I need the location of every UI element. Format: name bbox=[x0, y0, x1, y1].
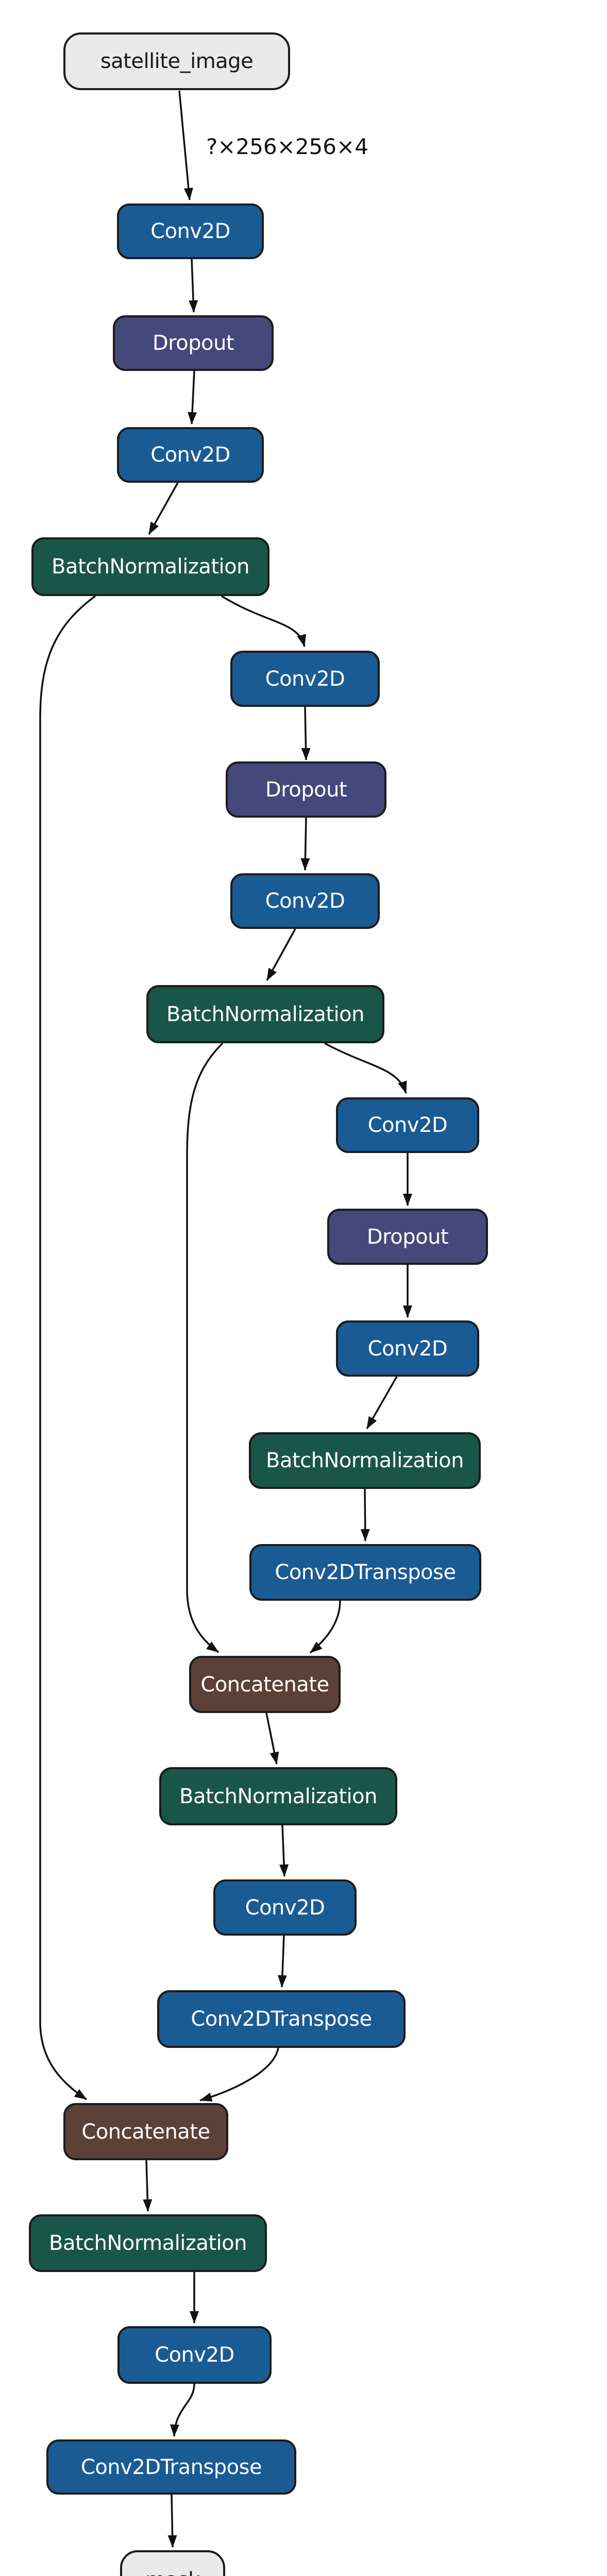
edge-conv6-to-bn3 bbox=[366, 1376, 398, 1429]
edge-concat1-to-bn4 bbox=[265, 1713, 279, 1765]
edge-convt1-to-concat1 bbox=[309, 1600, 341, 1654]
node-concatenate-1: Concatenate bbox=[189, 1656, 341, 1713]
edge-satellite-to-conv1 bbox=[178, 90, 193, 200]
edge-conv7-to-convt2 bbox=[277, 1935, 287, 1988]
node-satellite-image: satellite_image bbox=[63, 32, 290, 90]
node-dropout-3: Dropout bbox=[327, 1209, 488, 1265]
node-conv2d-2: Conv2D bbox=[117, 427, 264, 483]
node-batchnormalization-2: BatchNormalization bbox=[146, 985, 384, 1043]
edge-dropout1-to-conv2 bbox=[188, 370, 197, 425]
node-conv2d-7: Conv2D bbox=[213, 1879, 357, 1936]
edge-convt2-to-concat2 bbox=[199, 2047, 279, 2102]
edge-conv1-to-dropout1 bbox=[189, 259, 198, 313]
node-conv2dtranspose-3: Conv2DTranspose bbox=[46, 2439, 296, 2495]
edge-conv8-to-convt3 bbox=[170, 2383, 195, 2437]
node-dropout-2: Dropout bbox=[226, 761, 386, 818]
node-batchnormalization-3: BatchNormalization bbox=[249, 1432, 481, 1489]
edge-bn1-skip-to-concat2 bbox=[39, 595, 96, 2100]
edge-conv2-to-bn1 bbox=[148, 482, 179, 535]
edge-conv4-to-bn2 bbox=[266, 928, 296, 981]
node-conv2d-3: Conv2D bbox=[230, 651, 380, 707]
node-conv2d-1: Conv2D bbox=[117, 204, 264, 259]
edge-convt3-to-mask bbox=[167, 2494, 177, 2548]
edge-bn2-to-conv5 bbox=[324, 1042, 407, 1094]
edge-bn4-to-conv7 bbox=[279, 1825, 289, 1877]
node-conv2dtranspose-1: Conv2DTranspose bbox=[249, 1544, 481, 1601]
node-batchnormalization-1: BatchNormalization bbox=[31, 537, 269, 596]
node-conv2d-5: Conv2D bbox=[336, 1097, 479, 1153]
node-batchnormalization-5: BatchNormalization bbox=[29, 2214, 267, 2272]
edge-bn1-to-conv3 bbox=[221, 595, 306, 647]
edge-conv3-to-dropout2 bbox=[301, 706, 311, 760]
node-batchnormalization-4: BatchNormalization bbox=[159, 1767, 397, 1825]
edge-dropout2-to-conv4 bbox=[300, 817, 310, 871]
node-conv2d-4: Conv2D bbox=[230, 873, 380, 929]
input-shape-label: ?×256×256×4 bbox=[206, 134, 368, 159]
node-conv2d-6: Conv2D bbox=[336, 1320, 479, 1377]
edge-concat2-to-bn5 bbox=[143, 2160, 153, 2212]
node-dropout-1: Dropout bbox=[113, 315, 274, 371]
node-concatenate-2: Concatenate bbox=[63, 2103, 228, 2160]
node-conv2d-8: Conv2D bbox=[117, 2326, 272, 2384]
edge-bn2-skip-to-concat1 bbox=[186, 1042, 224, 1653]
node-mask: mask bbox=[120, 2550, 225, 2576]
node-conv2dtranspose-2: Conv2DTranspose bbox=[157, 1990, 406, 2048]
